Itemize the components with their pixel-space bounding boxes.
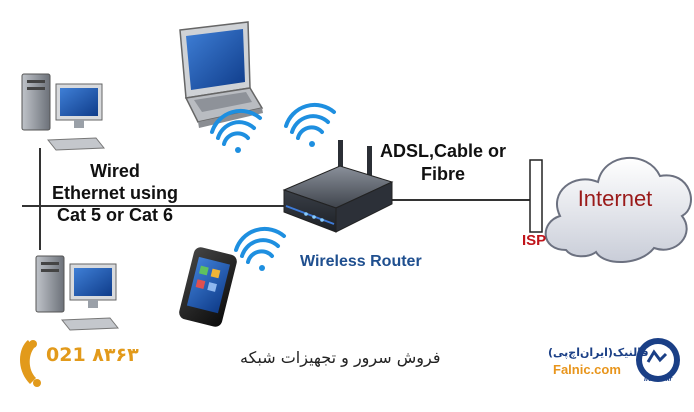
adsl-label: ADSL,Cable or Fibre xyxy=(368,140,518,186)
logo-text: IranHP.ir xyxy=(644,376,673,383)
router-icon xyxy=(282,140,394,233)
phone-number: 021 ۸۳۶۳ xyxy=(46,344,139,366)
wired-line-3: Cat 5 or Cat 6 xyxy=(56,205,174,225)
wifi-signal-icon xyxy=(234,226,286,271)
slogan-text: فروش سرور و تجهیزات شبکه xyxy=(240,348,441,367)
desktop-computer-icon xyxy=(21,73,106,151)
logo-icon xyxy=(636,338,680,382)
brand-name-fa: فالنیک(ایران‌اچ‌پی) xyxy=(548,346,649,359)
brand-url: Falnic.com xyxy=(553,362,621,377)
wifi-signal-icon xyxy=(210,108,262,153)
desktop-computer-icon xyxy=(35,255,120,331)
cloud-icon xyxy=(544,156,692,264)
adsl-line-2: Fibre xyxy=(420,164,465,184)
wired-ethernet-label: Wired Ethernet using Cat 5 or Cat 6 xyxy=(45,160,185,226)
internet-label: Internet xyxy=(577,186,653,211)
isp-label: ISP xyxy=(522,232,547,249)
phone-handset-icon xyxy=(20,340,41,387)
router-label: Wireless Router xyxy=(300,253,422,270)
smartphone-icon xyxy=(179,247,237,327)
wired-line-2: Ethernet using xyxy=(51,183,178,203)
adsl-line-1: ADSL,Cable or xyxy=(379,141,507,161)
wired-cables xyxy=(22,148,530,250)
wifi-signal-icon xyxy=(284,102,336,147)
wired-line-1: Wired xyxy=(90,161,140,181)
laptop-icon xyxy=(179,21,264,128)
isp-box xyxy=(529,159,543,233)
